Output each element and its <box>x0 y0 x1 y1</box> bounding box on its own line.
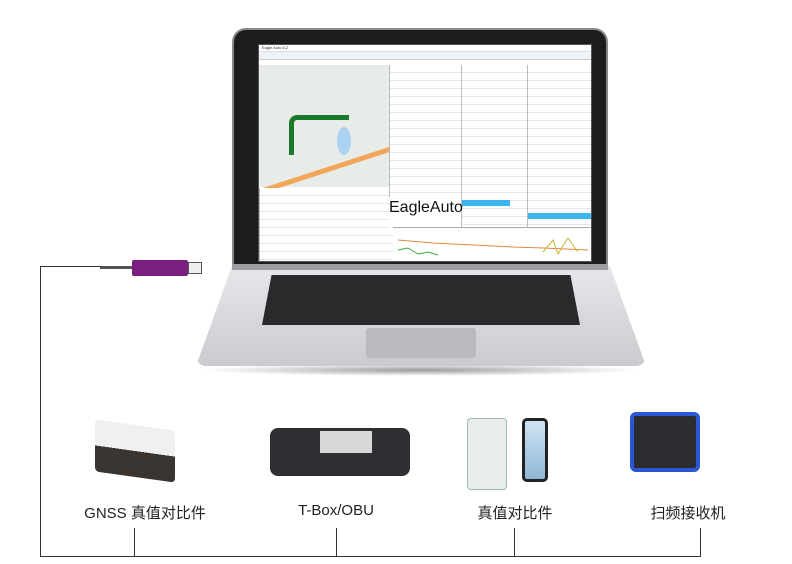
connector-line <box>134 528 135 556</box>
params-table <box>389 65 461 197</box>
trend-lines <box>397 237 589 256</box>
connector-line <box>40 266 41 557</box>
tbox-device-image <box>270 428 410 476</box>
selected-row <box>528 213 591 219</box>
connector-line <box>40 266 102 267</box>
phone-image <box>522 418 548 482</box>
laptop-shadow <box>200 364 640 376</box>
map-route <box>289 115 349 155</box>
module-card-image <box>467 418 507 490</box>
app-title: Eagle Auto 6.2 <box>259 45 591 52</box>
tbox-heatsink <box>320 431 372 453</box>
usb-plug <box>188 262 202 274</box>
scanner-receiver-image <box>630 412 700 472</box>
connector-line <box>700 528 701 556</box>
selected-row <box>462 200 510 206</box>
laptop-screen: Eagle Auto 6.2 EagleAuto <box>258 44 592 262</box>
trend-chart <box>393 227 591 261</box>
neighbor-table <box>259 228 393 261</box>
map-view <box>259 65 416 197</box>
truth-device-label: 真值对比件 <box>477 505 553 522</box>
connector-line <box>514 528 515 556</box>
message-table <box>527 65 591 227</box>
connector-line <box>336 528 337 556</box>
info-table <box>259 188 389 228</box>
tbox-label: T-Box/OBU <box>298 502 374 519</box>
laptop-hinge <box>232 264 608 270</box>
gnss-device-image <box>95 419 175 483</box>
signal-table <box>461 65 527 227</box>
bus-line <box>40 556 701 557</box>
app-toolbar <box>259 52 591 60</box>
scanner-label: 扫频接收机 <box>650 505 726 522</box>
laptop-keyboard <box>262 275 580 325</box>
usb-dongle <box>132 260 188 276</box>
brand-text: EagleAuto <box>389 199 463 216</box>
usb-cable <box>100 266 134 269</box>
gnss-label: GNSS 真值对比件 <box>84 505 206 522</box>
laptop-touchpad <box>366 328 476 358</box>
